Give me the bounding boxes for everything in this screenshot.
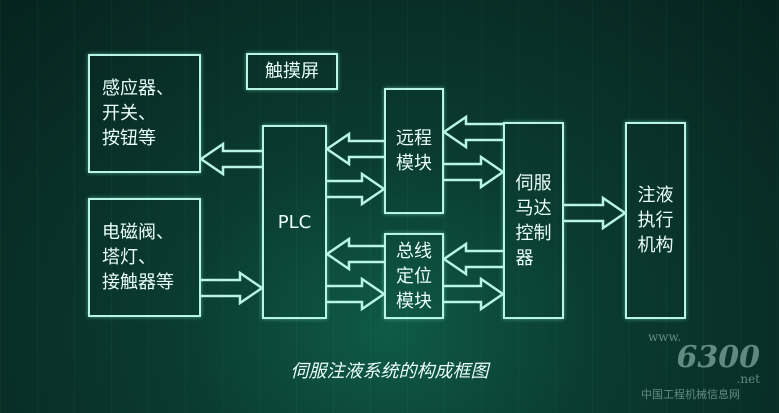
arrow-right [444, 154, 506, 190]
watermark: www. 6300 .net 中国工程机械信息网 [640, 330, 760, 402]
label: PLC [277, 211, 312, 233]
remote-module-block: 远程模块 [384, 88, 444, 214]
label: 定位 [396, 265, 432, 287]
servo-controller-block: 伺服马达控制器 [503, 122, 564, 319]
arrow-right [327, 276, 387, 312]
label: 器 [515, 247, 534, 269]
caption: 伺服注液系统的构成框图 [290, 361, 489, 382]
watermark-www: www. [648, 330, 682, 344]
valves-block: 电磁阀、塔灯、接触器等 [88, 198, 201, 317]
label: 电磁阀、 [102, 222, 174, 243]
arrow-left [198, 141, 262, 177]
label: 伺服 [515, 172, 552, 194]
arrow-right [564, 195, 628, 231]
arrow-left [324, 236, 384, 272]
touchscreen-block: 触摸屏 [246, 53, 338, 90]
label: 注液 [637, 185, 674, 206]
sensors-block: 感应器、开关、按钮等 [88, 54, 201, 173]
plc-block: PLC [262, 125, 327, 319]
watermark-net: .net [736, 372, 760, 386]
arrow-left [441, 114, 503, 150]
label: 模块 [396, 290, 432, 312]
label: 接触器等 [102, 272, 174, 293]
label: 感应器、 [102, 78, 174, 99]
label: 远程 [396, 128, 432, 149]
label: 塔灯、 [102, 247, 156, 268]
bus-module-block: 总线定位模块 [384, 233, 444, 319]
watermark-cn: 中国工程机械信息网 [641, 388, 740, 401]
arrow-right [201, 270, 265, 306]
label: 触摸屏 [265, 61, 319, 82]
label: 控制 [515, 222, 552, 244]
label: 开关、 [102, 103, 156, 124]
label: 按钮等 [102, 128, 156, 149]
injection-actuator-block: 注液执行机构 [625, 122, 686, 319]
label: 模块 [396, 153, 432, 174]
label: 执行 [637, 210, 674, 231]
arrow-right [327, 171, 387, 207]
arrow-right [444, 276, 506, 312]
label: 马达 [515, 197, 552, 219]
arrow-left [324, 131, 384, 167]
arrow-left [441, 241, 503, 277]
watermark-number: 6300 [676, 340, 761, 375]
label: 总线 [396, 240, 432, 262]
label: 机构 [637, 235, 674, 256]
